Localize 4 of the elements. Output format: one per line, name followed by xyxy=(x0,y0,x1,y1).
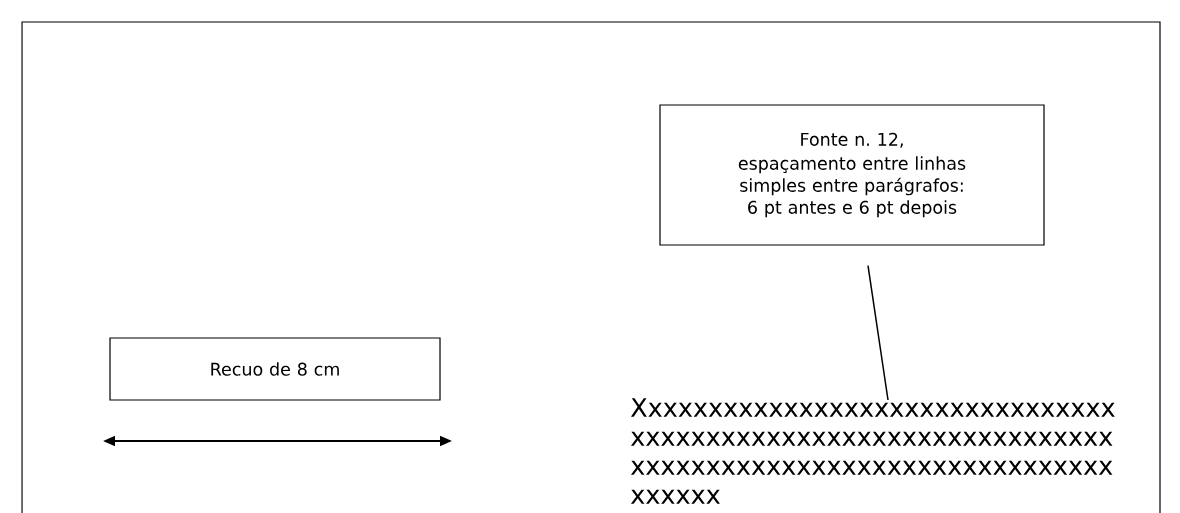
paragraph-text: Xxxxxxxxxxxxxxxxxxxxxxxxxxxxxxxx xxxxxxxxxxxxxxxxxxxxxxxxxxxxxxxx xxxxxxxxxxxxxxxxxxxxxxxxxxxxxxxx xxxxxx xyxy=(630,398,1115,504)
leader-line xyxy=(867,264,889,401)
text-box: Fonte n. 12, espaçamento entre linhas simples entre parágrafos: 6 pt antes e 6 pt depois xyxy=(659,104,1045,246)
text-box: Recuo de 8 cm xyxy=(109,337,441,401)
